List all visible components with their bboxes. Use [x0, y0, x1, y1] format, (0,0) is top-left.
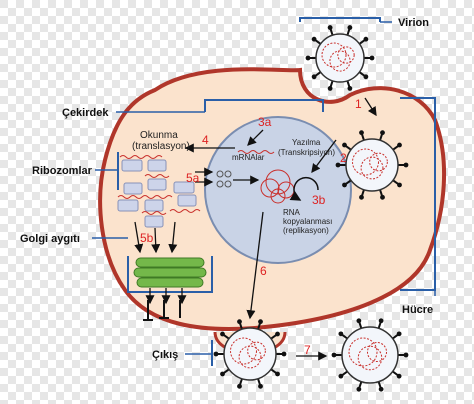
mrnalar-label: mRNAlar — [232, 153, 265, 162]
translasyon-label: (translasyon) — [132, 141, 190, 152]
virion-entering — [305, 25, 375, 91]
step-3b-label: 3b — [312, 193, 326, 207]
step-7-label: 7 — [304, 343, 311, 357]
nucleus-small-circles — [216, 170, 232, 188]
virion-budding — [213, 319, 287, 389]
step-3a-label: 3a — [258, 115, 272, 129]
ribosome-mrna-strands — [117, 155, 201, 215]
step-1-label: 1 — [355, 97, 362, 111]
step-5a-label: 5a — [186, 171, 200, 185]
virion-endosome — [335, 130, 409, 200]
golgi-label: Golgi aygıtı — [20, 233, 80, 245]
okunma-label: Okunma — [140, 130, 178, 141]
virion-released — [331, 318, 409, 392]
virion-label: Virion — [398, 17, 429, 29]
cikis-label: Çıkış — [152, 349, 178, 361]
step-4-label: 4 — [202, 133, 209, 147]
cell-bracket — [400, 97, 436, 291]
nucleus-bracket — [204, 99, 324, 112]
ribozomlar-label: Ribozomlar — [32, 165, 93, 177]
step-6-label: 6 — [260, 264, 267, 278]
mrna-strand-3a — [237, 150, 275, 154]
rna-label: RNA — [283, 208, 301, 217]
virion-bracket — [299, 17, 381, 22]
transkripsiyon-label: (Transkripsiyon) — [278, 148, 335, 157]
ribosome-blocks — [117, 159, 197, 228]
hucre-label: Hücre — [402, 304, 433, 316]
process-arrows — [134, 97, 377, 361]
virion-group — [213, 25, 409, 392]
yazilma-label: Yazılma — [292, 138, 321, 147]
replication-loop-arrow — [289, 176, 319, 201]
replikasyon-label: (replikasyon) — [283, 226, 329, 235]
kopyalanmasi-label: kopyalanması — [283, 217, 332, 226]
step-2-label: 2 — [340, 151, 347, 165]
cekirdek-label: Çekirdek — [62, 107, 109, 119]
step-5b-label: 5b — [140, 231, 154, 245]
golgi-apparatus — [133, 257, 207, 288]
